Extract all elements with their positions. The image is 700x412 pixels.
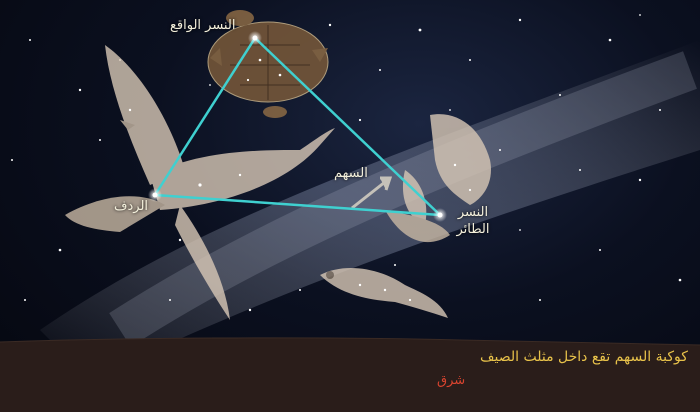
figure-stars bbox=[128, 58, 472, 302]
vega-label: النسر الواقع bbox=[170, 18, 236, 33]
triangle-side-vega-deneb bbox=[153, 37, 257, 196]
horizon-ground bbox=[0, 337, 700, 412]
cygnus-figure bbox=[65, 45, 335, 320]
triangle-side-deneb-altair bbox=[154, 193, 441, 217]
triangle-stars bbox=[148, 31, 447, 222]
sagitta-label: السهم bbox=[334, 166, 368, 181]
altair-label: النسر الطائر bbox=[456, 205, 490, 237]
delphinus-figure bbox=[320, 267, 448, 318]
caption-text: كوكبة السهم تقع داخل مثلث الصيف bbox=[480, 349, 688, 365]
deneb-label: الردف bbox=[114, 199, 149, 214]
lyra-figure bbox=[207, 10, 329, 118]
summer-triangle bbox=[153, 37, 441, 217]
direction-label: شرق bbox=[437, 373, 466, 388]
triangle-side-vega-altair bbox=[254, 37, 441, 216]
sagitta-figure bbox=[351, 176, 393, 210]
